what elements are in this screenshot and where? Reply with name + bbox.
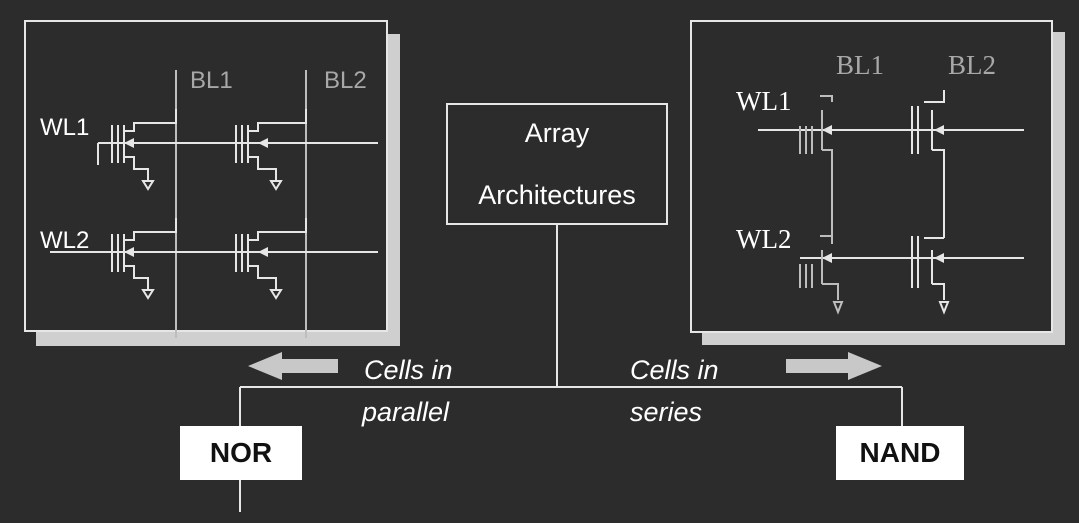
right-arrow — [786, 352, 882, 380]
nor-type-box: NOR — [180, 426, 302, 480]
right-caption-line-1: Cells in — [630, 355, 719, 385]
left-caption-line-2: parallel — [362, 397, 450, 427]
nor-panel — [24, 20, 388, 332]
nand-bl2-label: BL2 — [948, 50, 997, 80]
center-line-1: Array — [524, 118, 590, 148]
nor-wl2-label: WL2 — [40, 227, 90, 254]
left-arrow — [248, 352, 338, 380]
nand-type-box: NAND — [836, 426, 964, 480]
nor-cell-1-1 — [97, 109, 177, 191]
nand-cell-2-1 — [799, 235, 844, 315]
nand-cell-2-2 — [911, 236, 950, 315]
array-architectures-box: Array Architectures — [446, 103, 668, 225]
nand-wl2-label: WL2 — [736, 224, 792, 254]
nor-cell-2-2 — [235, 218, 307, 300]
nor-bl1-label: BL1 — [190, 67, 233, 94]
center-line-2: Architectures — [478, 180, 636, 210]
nor-bl2-label: BL2 — [324, 67, 367, 94]
nand-wl1-label: WL1 — [736, 86, 792, 116]
nand-panel — [690, 20, 1053, 333]
left-caption-line-1: Cells in — [364, 355, 453, 385]
nor-cell-1-2 — [235, 109, 307, 191]
nor-wl1-label: WL1 — [40, 114, 90, 141]
right-caption-line-2: series — [630, 397, 703, 427]
nand-bl1-label: BL1 — [836, 50, 885, 80]
nor-cell-2-1 — [111, 218, 177, 300]
nand-cell-1-2 — [911, 90, 945, 238]
